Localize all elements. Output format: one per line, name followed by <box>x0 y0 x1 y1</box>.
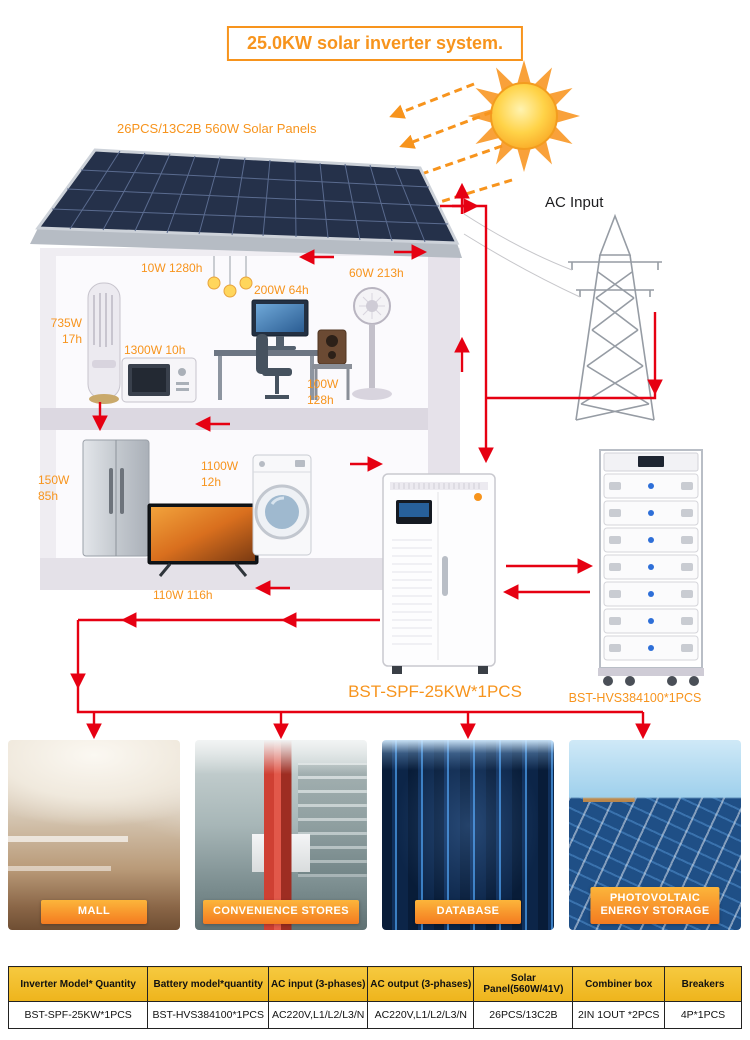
microwave <box>121 357 197 403</box>
computer-desk <box>214 299 318 400</box>
solar-panel-grid <box>51 150 449 243</box>
tv <box>147 503 259 577</box>
cell-inverter-model: BST-SPF-25KW*1PCS <box>7 1001 149 1029</box>
cell-combiner-box: 2IN 1OUT *2PCS <box>572 1001 666 1029</box>
header-ac-input: AC input (3-phases) <box>268 966 369 1002</box>
battery-storage-rack <box>598 449 704 686</box>
inverter-model-label: BST-SPF-25KW*1PCS <box>348 682 522 701</box>
photo-caption-database: DATABASE <box>415 900 521 924</box>
header-ac-output: AC output (3-phases) <box>367 966 475 1002</box>
solar-panels-label: 26PCS/13C2B 560W Solar Panels <box>117 121 317 136</box>
sun-icon <box>468 60 580 172</box>
battery-model-label: BST-HVS384100*1PCS <box>568 691 702 705</box>
page-title: 25.0KW solar inverter system. <box>226 26 524 61</box>
standing-fan <box>352 287 392 400</box>
header-inverter-model: Inverter Model* Quantity <box>7 966 149 1002</box>
photo-caption-photovoltaic-energy-storage: PHOTOVOLTAIC ENERGY STORAGE <box>590 886 720 924</box>
table-row: BST-SPF-25KW*1PCS BST-HVS384100*1PCS AC2… <box>7 1001 742 1029</box>
transmission-tower <box>568 213 662 421</box>
load-label-computer: 200W 64h <box>254 283 309 297</box>
solar-panel-roof <box>30 148 462 258</box>
system-diagram <box>30 60 704 740</box>
cell-solar-panel: 26PCS/13C2B <box>473 1001 574 1029</box>
cell-ac-input: AC220V,L1/L2/L3/N <box>268 1001 369 1029</box>
pendant-lights <box>207 256 253 298</box>
power-flow-arrows <box>70 182 663 740</box>
cell-battery-model: BST-HVS384100*1PCS <box>147 1001 270 1029</box>
washing-machine <box>252 454 312 556</box>
load-label-fridge: 150W 85h <box>38 473 70 503</box>
photo-photovoltaic-energy-storage: PHOTOVOLTAIC ENERGY STORAGE <box>569 740 741 930</box>
cell-breakers: 4P*1PCS <box>664 1001 742 1029</box>
header-combiner-box: Combiner box <box>572 966 666 1002</box>
fridge <box>82 439 150 557</box>
load-label-ceiling-lights: 10W 1280h <box>141 261 203 275</box>
load-label-washing-machine: 1100W 12h <box>201 459 239 489</box>
photo-convenience-stores: CONVENIENCE STORES <box>195 740 367 930</box>
load-label-standing-fan: 60W 213h <box>349 266 404 280</box>
header-battery-model: Battery model*quantity <box>147 966 270 1002</box>
speaker-cabinet <box>312 329 352 400</box>
load-label-speaker: 100W 128h <box>307 377 339 407</box>
ac-input-label: AC Input <box>545 194 604 211</box>
photo-caption-mall: MALL <box>41 900 147 924</box>
load-label-microwave: 1300W 10h <box>124 343 186 357</box>
photo-caption-convenience-stores: CONVENIENCE STORES <box>203 900 359 924</box>
spec-table: Inverter Model* Quantity Battery model*q… <box>7 966 742 1029</box>
tower-fan-appliance <box>87 282 121 404</box>
photo-database: DATABASE <box>382 740 554 930</box>
inverter-cabinet <box>382 473 496 674</box>
header-solar-panel: Solar Panel(560W/41V) <box>473 966 574 1002</box>
photo-mall: MALL <box>8 740 180 930</box>
header-breakers: Breakers <box>664 966 742 1002</box>
table-header-row: Inverter Model* Quantity Battery model*q… <box>7 966 742 1002</box>
load-label-tower-fan: 735W 17h <box>50 316 82 346</box>
cell-ac-output: AC220V,L1/L2/L3/N <box>367 1001 475 1029</box>
load-label-tv: 110W 116h <box>153 588 213 602</box>
power-lines <box>463 213 581 298</box>
